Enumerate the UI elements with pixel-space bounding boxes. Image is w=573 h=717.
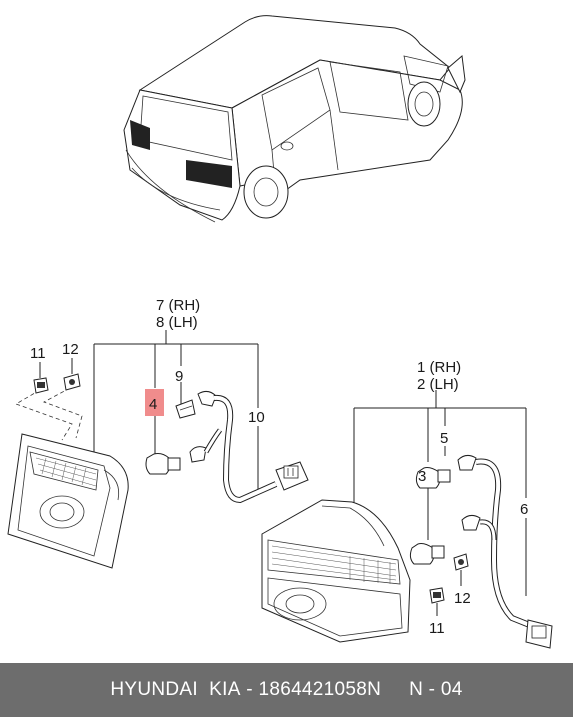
callout-4: 4 — [149, 396, 157, 413]
footer-ref: N - 04 — [409, 679, 463, 700]
callout-11-left: 11 — [30, 345, 46, 362]
clip-11-left — [33, 362, 49, 394]
callout-8-lh: 8 (LH) — [156, 314, 198, 331]
nut-12-right — [453, 553, 469, 586]
outer-tail-lamp — [261, 499, 411, 643]
socket-9 — [175, 399, 196, 419]
callout-9: 9 — [175, 368, 183, 385]
callout-3: 3 — [418, 468, 426, 485]
wire-harness-6 — [457, 454, 553, 649]
footer-part-number: 1864421058N — [258, 679, 382, 700]
footer-gap — [381, 679, 409, 701]
callout-10: 10 — [248, 409, 265, 426]
footer-separator: - — [240, 679, 259, 700]
callout-7-rh: 7 (RH) — [156, 297, 200, 314]
callout-6: 6 — [520, 501, 528, 518]
callout-11-right: 11 — [429, 620, 445, 637]
callout-2-lh: 2 (LH) — [417, 376, 459, 393]
footer-bar: HYUNDAI KIA - 1864421058N N - 04 — [0, 663, 573, 717]
wire-harness-10 — [189, 390, 309, 504]
bulb-3 — [409, 467, 451, 565]
vehicle-illustration — [123, 15, 466, 223]
inner-tail-lamp — [7, 433, 129, 569]
callout-1-rh: 1 (RH) — [417, 359, 461, 376]
callout-12-right: 12 — [454, 590, 471, 607]
footer-brand: HYUNDAI KIA — [110, 679, 241, 700]
bulb-4 — [145, 389, 181, 475]
clip-11-right — [429, 587, 445, 616]
callout-bracket-7-8 — [93, 330, 259, 490]
callout-12-left: 12 — [62, 341, 79, 358]
callout-5: 5 — [440, 430, 448, 447]
diagram-canvas: 7 (RH) 8 (LH) 11 12 9 4 10 1 (RH) 2 (LH)… — [7, 15, 553, 649]
callout-bracket-1-2 — [353, 390, 527, 596]
clip-guide-dashed — [15, 387, 83, 441]
nut-12-left — [63, 358, 81, 391]
